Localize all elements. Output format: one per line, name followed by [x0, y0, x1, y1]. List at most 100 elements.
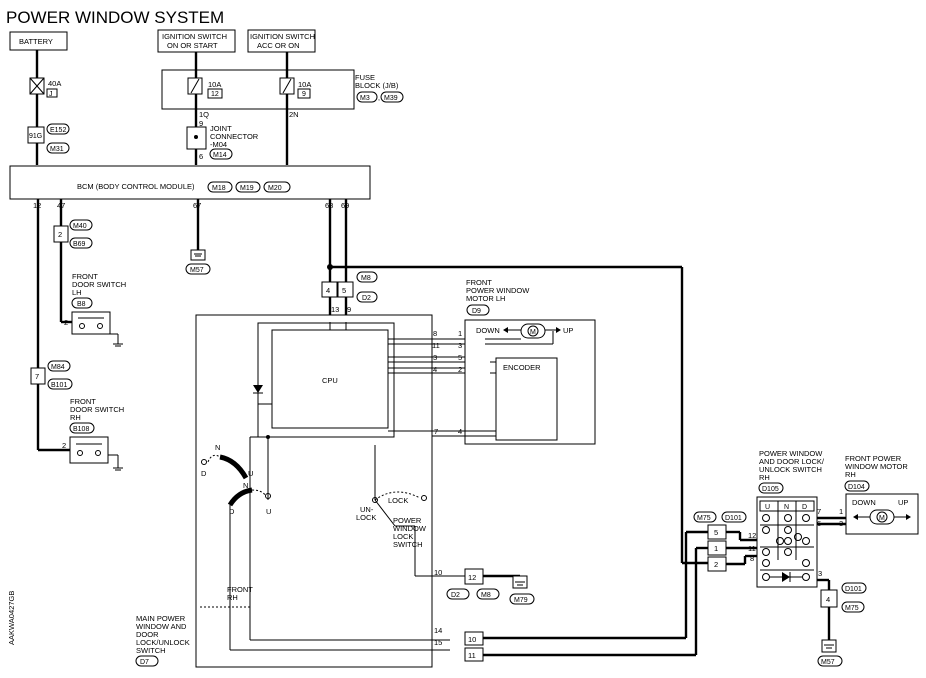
fuse-id: 12 [211, 91, 219, 98]
connector-label: B108 [73, 426, 89, 433]
ign-label: ON OR START [167, 41, 218, 50]
connector-label: D105 [762, 486, 779, 493]
fuse-id: J [49, 91, 53, 98]
ignition-switch-acc-on [247, 29, 316, 53]
pin-label: 5 [458, 353, 462, 362]
lock-label: LOCK [388, 496, 408, 505]
rh-switch-label: POWER WINDOW [759, 449, 823, 458]
connector-label: M84 [51, 364, 65, 371]
lock-switch-label: POWER [393, 516, 422, 525]
door-switch-rh-label: DOOR SWITCH [70, 405, 124, 414]
cpu-label: CPU [322, 376, 338, 385]
grid-u-label: U [765, 504, 770, 511]
switch-n-label: N [215, 443, 220, 452]
pin-label: 8 [750, 554, 754, 563]
rh-switch-label: UNLOCK SWITCH [759, 465, 822, 474]
connector-label: M14 [213, 152, 227, 159]
motor-rh-label: FRONT POWER [845, 454, 902, 463]
pin-label: 4 [826, 595, 830, 604]
battery-label: BATTERY [19, 37, 53, 46]
pin-label: 7 [817, 507, 821, 516]
bcm-label: BCM (BODY CONTROL MODULE) [77, 182, 195, 191]
motor-rh-label: WINDOW MOTOR [845, 462, 908, 471]
fuse-label: 10A [298, 80, 311, 89]
connector-label: M57 [821, 659, 835, 666]
pin-label: 9 [347, 305, 351, 314]
pin-label: 3 [433, 353, 437, 362]
ign-label: IGNITION SWITCH [250, 32, 315, 41]
pin-label: 12 [748, 531, 756, 540]
battery-box [9, 31, 68, 51]
connector-label: D104 [848, 484, 865, 491]
pin-label: 1 [458, 329, 462, 338]
connector-label: D7 [140, 659, 149, 666]
main-switch-label: SWITCH [136, 646, 166, 655]
cpu-block [271, 329, 389, 429]
connector-label: M3 [360, 95, 370, 102]
motor-lh-label: POWER WINDOW [466, 286, 530, 295]
pin-label: 5 [342, 286, 346, 295]
encoder-block [495, 357, 558, 441]
grid-n-label: N [784, 504, 789, 511]
door-switch-lh-label: LH [72, 288, 82, 297]
connector-label: M19 [240, 185, 254, 192]
pin-label: 14 [434, 626, 442, 635]
connector-label: D2 [362, 295, 371, 302]
lock-switch-label: LOCK [393, 532, 413, 541]
joint-label: -M04 [210, 140, 227, 149]
connector-label: B8 [77, 301, 86, 308]
pin-label: 11 [468, 651, 476, 660]
unlock-label: UN- [360, 505, 374, 514]
pin-label: 2 [64, 318, 68, 327]
connector-label: B69 [73, 241, 86, 248]
pin-label: 2 [714, 560, 718, 569]
connector-label: B101 [51, 382, 67, 389]
connector-label: M39 [384, 95, 398, 102]
power-window-switch-rh [756, 496, 818, 588]
fuse-block-label: BLOCK (J/B) [355, 81, 399, 90]
pin-label: 11 [748, 544, 756, 553]
lock-switch-label: SWITCH [393, 540, 423, 549]
pin-label: 3 [839, 519, 843, 528]
switch-d-label: D [201, 469, 207, 478]
connector-label: M18 [212, 185, 226, 192]
front-door-switch-rh [69, 436, 109, 464]
switch-u-label: U [248, 469, 253, 478]
grid-d-label: D [802, 504, 807, 511]
fuse-id: 9 [302, 91, 306, 98]
connector-label: M79 [514, 597, 528, 604]
motor-symbol: M [879, 515, 885, 522]
pin-label: 7 [35, 372, 39, 381]
main-switch-label: MAIN POWER [136, 614, 186, 623]
pin-label: 3 [818, 569, 822, 578]
motor-lh-label: MOTOR LH [466, 294, 505, 303]
connector-label: M75 [845, 605, 859, 612]
pin-label: 9 [199, 119, 203, 128]
motor-rh-label: RH [845, 470, 856, 479]
pin-label: 2 [458, 365, 462, 374]
connector-label: M57 [190, 267, 204, 274]
switch-d-label: D [229, 507, 235, 516]
door-switch-lh-label: DOOR SWITCH [72, 280, 126, 289]
bcm-module [9, 165, 371, 200]
pin-label: 2N [289, 110, 299, 119]
connector-label: M31 [50, 146, 64, 153]
pin-label: 1Q [199, 110, 209, 119]
pin-label: 6 [817, 519, 821, 528]
pin-label: 11 [432, 341, 440, 350]
connector-label: D101 [725, 515, 742, 522]
joint-label: CONNECTOR [210, 132, 259, 141]
main-switch-label: DOOR [136, 630, 159, 639]
connector-label: D101 [845, 586, 862, 593]
joint-label: JOINT [210, 124, 232, 133]
rh-switch-label: RH [759, 473, 770, 482]
motor-symbol: M [530, 329, 536, 336]
pin-label: 1 [839, 507, 843, 516]
connector-label: M8 [361, 275, 371, 282]
fuse-block-label: FUSE [355, 73, 375, 82]
diagram-title: POWER WINDOW SYSTEM [6, 8, 224, 27]
svg-text:,: , [378, 95, 380, 102]
fuse-label: 10A [208, 80, 221, 89]
connector-label: M20 [268, 185, 282, 192]
